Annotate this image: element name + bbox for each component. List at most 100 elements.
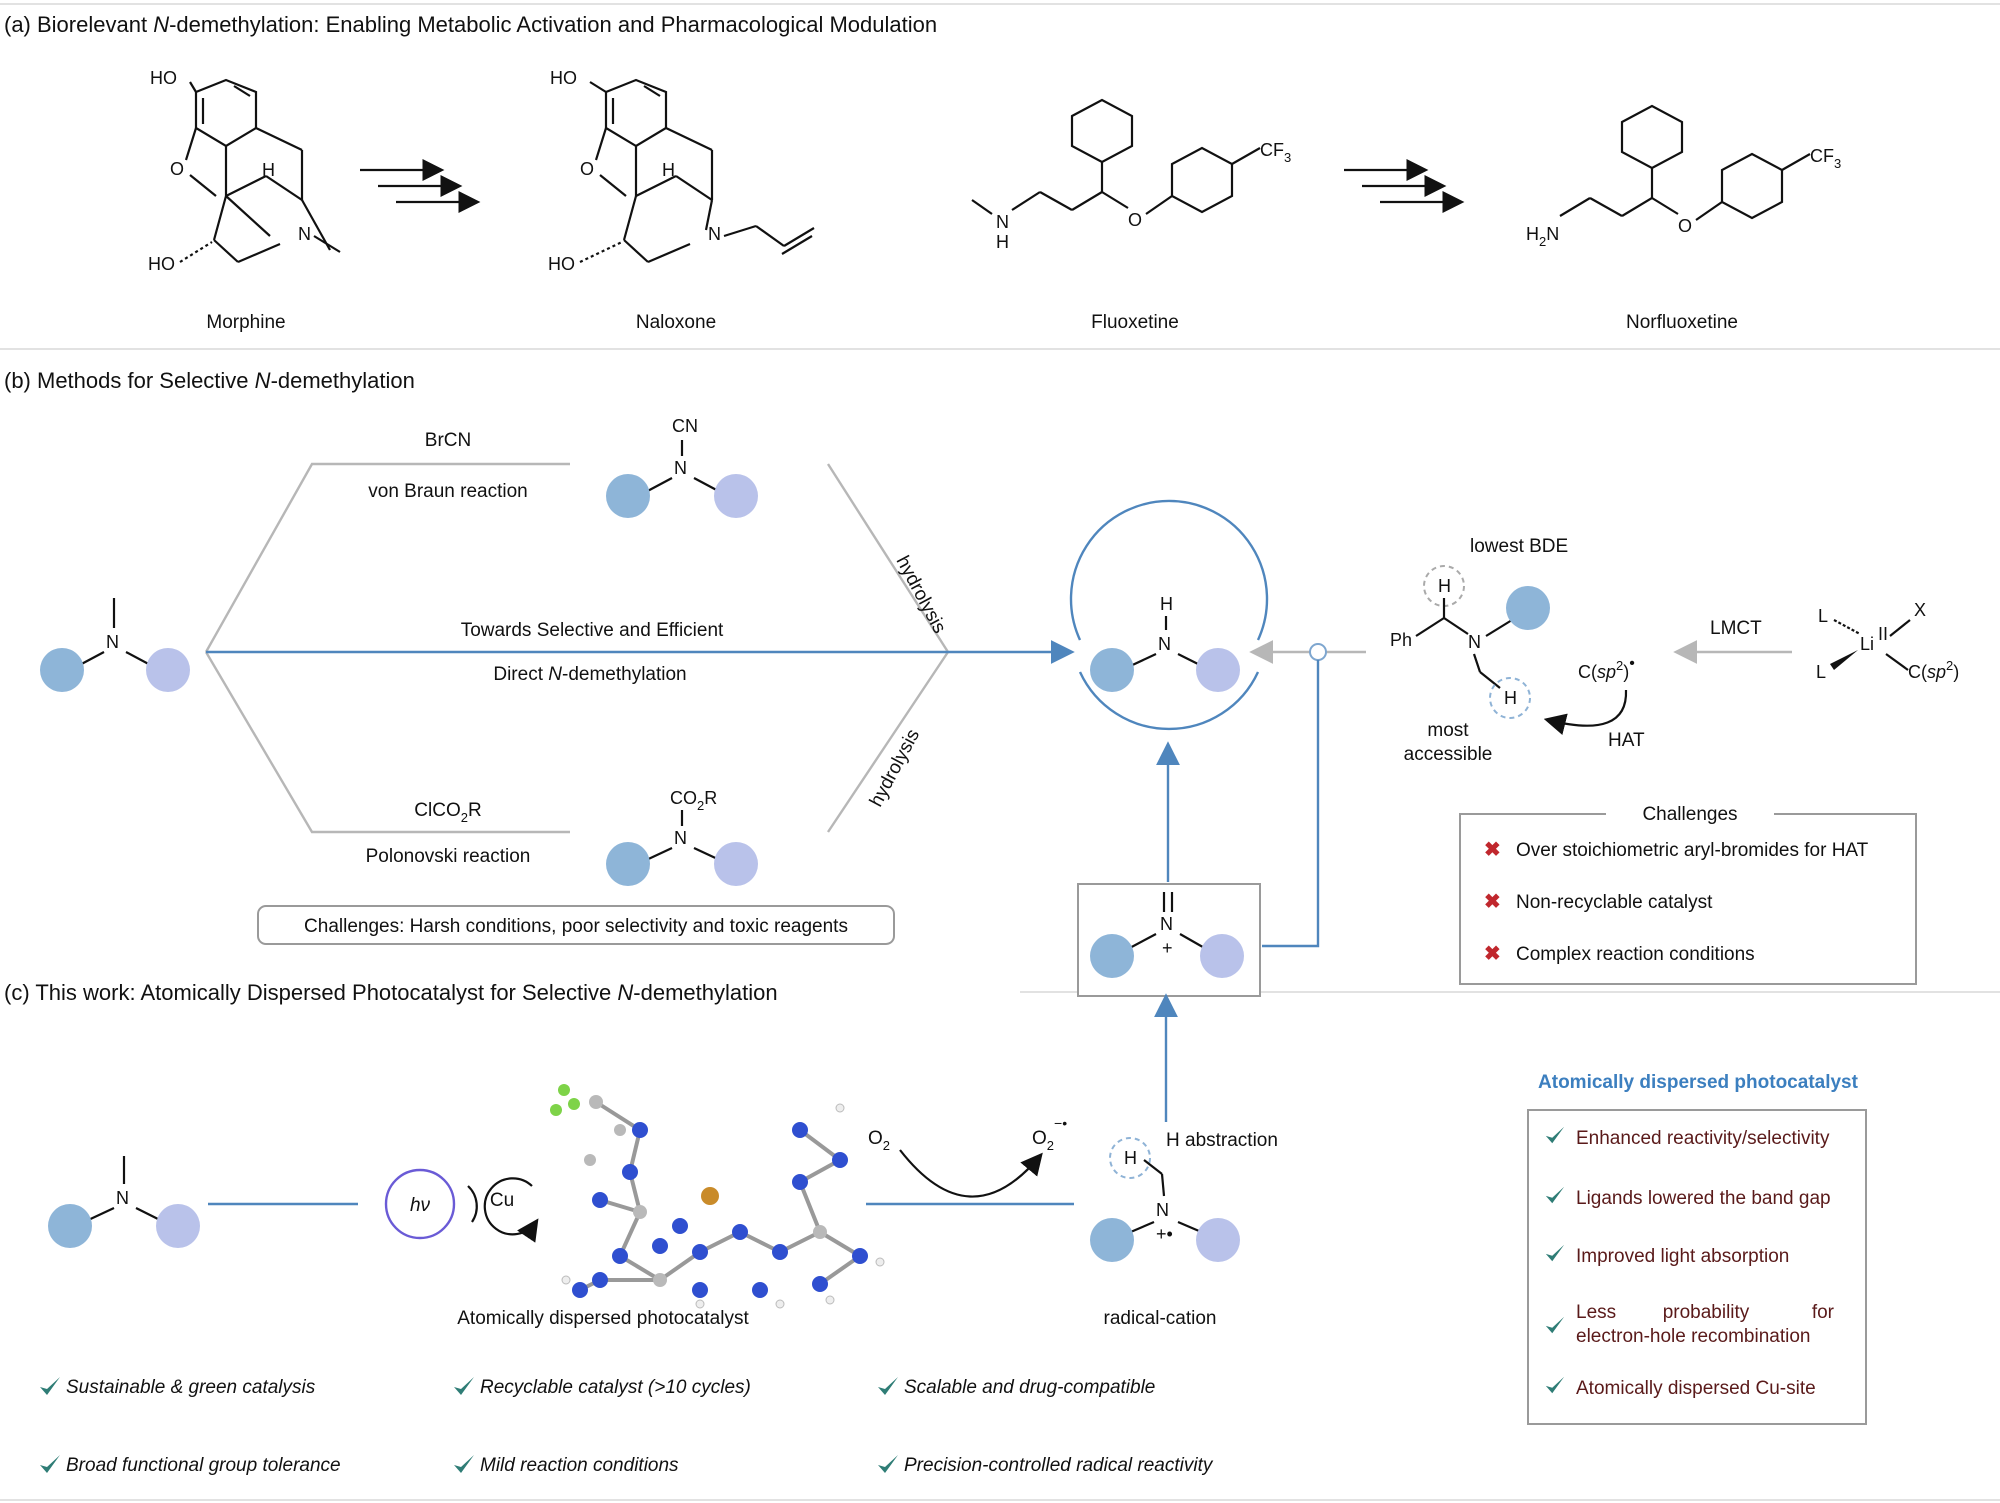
svg-text:✖: ✖ [1484,891,1501,913]
catalyst-model [550,1084,885,1309]
panel-a-title: (a) Biorelevant N-demethylation: Enablin… [4,12,937,37]
side-title: Atomically dispersed photocatalyst [1538,1072,1859,1093]
light-icon [384,1168,456,1240]
lowest-bde-label: lowest BDE [1470,536,1568,557]
svg-text:Mild reaction conditions: Mild reaction conditions [480,1455,679,1476]
svg-text:H: H [1160,594,1173,614]
polonovski-hydrolysis-route [827,651,949,833]
svg-text:C(sp2): C(sp2) [1908,658,1959,682]
svg-text:CF3: CF3 [1260,140,1291,165]
tertiary-amine: N [48,1156,200,1248]
von-braun-hydrolysis-route [826,463,950,653]
svg-text:H: H [262,160,275,180]
feature-item: Sustainable & green catalysis [40,1377,316,1398]
svg-text:CO2R: CO2R [670,788,717,813]
svg-text:Atomically dispersed Cu-site: Atomically dispersed Cu-site [1576,1378,1816,1399]
hydrolysis-label: hydrolysis [892,552,950,636]
fluoxetine-structure: N H O CF3 [971,98,1291,252]
advantage-item: Improved light absorption [1545,1244,1789,1267]
multistep-arrow-1 [360,159,481,213]
svg-text:O: O [1678,216,1692,236]
advantages-box [1527,1109,1867,1425]
carbamate-intermediate: CO2R N [606,788,758,886]
svg-text:CF3: CF3 [1810,146,1841,171]
svg-text:N: N [996,212,1009,232]
svg-text:Less: Less [1576,1302,1616,1323]
svg-text:N: N [1158,634,1171,654]
svg-text:N: N [1468,632,1481,652]
challenge-item: ✖ Over stoichiometric aryl-bromides for … [1484,839,1869,861]
svg-text:O: O [1128,210,1142,230]
bottom-reagent: ClCO2R [414,800,481,825]
svg-text:H: H [1124,1148,1137,1168]
morphine-structure: HO O H N HO [148,68,341,274]
svg-text:N: N [106,632,119,652]
compound-label: Naloxone [636,312,716,333]
svg-text:L: L [1816,662,1826,682]
svg-text:Improved light absorption: Improved light absorption [1576,1246,1789,1267]
superoxide-label: O2−• [1032,1115,1067,1153]
challenge-item: ✖ Non-recyclable catalyst [1484,891,1713,913]
multistep-arrow-2 [1344,159,1465,213]
svg-text:Ph: Ph [1390,630,1412,650]
compound-label: Fluoxetine [1091,312,1179,333]
svg-text:Complex reaction conditions: Complex reaction conditions [1516,944,1755,965]
svg-text:Enhanced reactivity/selectivit: Enhanced reactivity/selectivity [1576,1128,1830,1149]
svg-text:accessible: accessible [1404,744,1493,765]
svg-text:L: L [1818,606,1828,626]
radical-cation-label: radical-cation [1104,1308,1217,1329]
center-line-2: Direct N-demethylation [493,664,686,685]
svg-text:O: O [170,159,184,179]
svg-text:N: N [1156,1200,1169,1220]
svg-text:O: O [580,159,594,179]
svg-text:HO: HO [550,68,577,88]
challenges-box [1459,813,1917,985]
norfluoxetine-structure: H2N O CF3 [1526,104,1841,249]
svg-text:Cu: Cu [490,1190,514,1211]
hv-label: hν [410,1195,431,1216]
bottom-reaction: Polonovski reaction [366,846,531,867]
center-line-1: Towards Selective and Efficient [461,620,724,641]
svg-text:✖: ✖ [1484,839,1501,861]
svg-text:Precision-controlled radical r: Precision-controlled radical reactivity [904,1455,1214,1476]
svg-text:Li: Li [1860,634,1874,654]
svg-text:Sustainable & green catalysis: Sustainable & green catalysis [66,1377,316,1398]
svg-text:C(sp2)•: C(sp2)• [1578,655,1635,682]
svg-text:N: N [674,828,687,848]
polonovski-route [204,651,570,834]
cyanamide-intermediate: CN N [606,416,758,518]
svg-text:H: H [1438,576,1451,596]
o2-label: O2 [868,1128,890,1153]
svg-text:N: N [116,1188,129,1208]
lmct-label: LMCT [1710,618,1762,639]
svg-text:Over stoichiometric aryl-bromi: Over stoichiometric aryl-bromides for HA… [1516,840,1869,861]
hat-label: HAT [1608,730,1645,751]
svg-text:H: H [996,232,1009,252]
compound-label: Norfluoxetine [1626,312,1738,333]
feature-item: Broad functional group tolerance [40,1455,341,1476]
nickel-complex: L Li II X L C(sp2) [1816,600,1959,682]
svg-text:Broad functional group toleran: Broad functional group tolerance [66,1455,341,1476]
advantage-item: Less probability for electron-hole recom… [1545,1302,1835,1347]
svg-text:most: most [1427,720,1469,741]
feature-item: Recyclable catalyst (>10 cycles) [454,1377,751,1398]
svg-text:✖: ✖ [1484,943,1501,965]
svg-text:H: H [662,160,675,180]
h-abstraction-label: H abstraction [1166,1130,1278,1151]
svg-text:N: N [298,224,311,244]
svg-text:Non-recyclable catalyst: Non-recyclable catalyst [1516,892,1713,913]
svg-text:HO: HO [148,254,175,274]
svg-text:HO: HO [548,254,575,274]
svg-text:H: H [1504,688,1517,708]
von-braun-route [204,462,570,653]
top-reagent: BrCN [425,430,471,451]
radical-cation: H N +• [1090,1137,1240,1262]
svg-text:N: N [1160,914,1173,934]
svg-text:H2N: H2N [1526,224,1559,249]
compound-label: Morphine [206,312,285,333]
secondary-amine-product: H N [1069,499,1269,731]
feature-item: Scalable and drug-compatible [878,1377,1155,1398]
iminium-to-junction-line [1262,660,1320,948]
challenges-title: Challenges [1642,804,1737,825]
